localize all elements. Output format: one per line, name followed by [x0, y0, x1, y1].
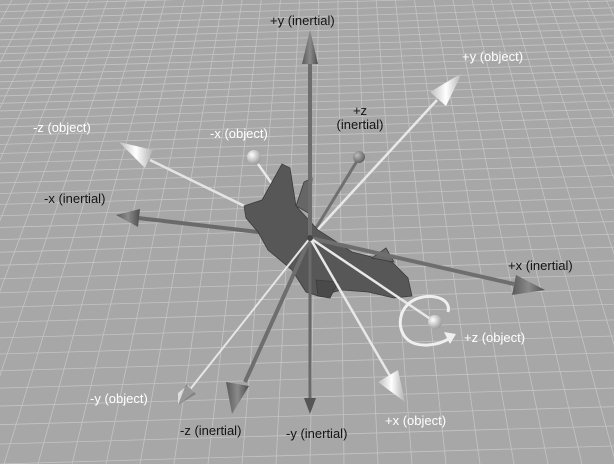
inertial-y-positive-arrowhead [302, 30, 318, 64]
label-neg-x-object: -x (object) [210, 126, 268, 141]
rotation-arrow-icon [398, 295, 451, 347]
label-neg-x-inertial: -x (inertial) [44, 191, 106, 206]
label-pos-z-object: +z (object) [464, 330, 526, 345]
label-pos-x-inertial: +x (inertial) [508, 258, 573, 273]
inertial-x-positive-axis [309, 236, 545, 295]
object-z-negative-arrowhead [119, 142, 153, 168]
object-z-positive-axis [309, 236, 456, 347]
object-x-positive-arrowhead [378, 370, 405, 402]
label-neg-z-inertial: -z (inertial) [180, 423, 242, 438]
origin-point [307, 235, 313, 241]
object-y-negative-axis [178, 237, 311, 405]
label-neg-y-inertial: -y (inertial) [286, 426, 348, 441]
label-pos-y-inertial: +y (inertial) [270, 13, 335, 28]
label-neg-z-object: -z (object) [33, 120, 91, 135]
object-x-positive-axis [308, 237, 405, 402]
inertial-x-negative-arrowhead [116, 209, 140, 227]
object-y-positive-axis [309, 73, 462, 239]
inertial-z-negative-axis [226, 237, 312, 414]
object-y-positive-arrowhead [430, 73, 462, 106]
label-pos-y-object: +y (object) [462, 49, 524, 64]
inertial-x-positive-arrowhead [512, 275, 545, 295]
label-pos-x-object: +x (object) [385, 413, 447, 428]
inertial-z-negative-arrowhead [226, 382, 249, 414]
inertial-y-positive-axis [302, 30, 318, 238]
inertial-y-negative-axis [304, 238, 316, 414]
label-neg-y-object: -y (object) [90, 391, 148, 406]
inertial-z-positive-axis [308, 151, 365, 239]
label-pos-z-inertial: +z (inertial) [336, 103, 384, 132]
